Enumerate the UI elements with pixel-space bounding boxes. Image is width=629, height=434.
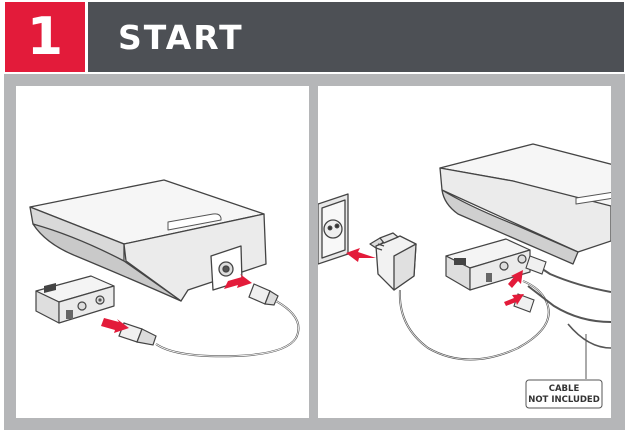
page-title: START	[118, 17, 244, 57]
red-arrow-into-adapter	[101, 318, 129, 333]
left-illustration-panel	[16, 86, 309, 418]
power-connection-illustration: CABLE NOT INCLUDED	[318, 143, 611, 409]
right-illustration-panel: CABLE NOT INCLUDED	[318, 86, 611, 418]
cable-label-box	[525, 379, 603, 409]
red-arrow-into-adapter-top	[508, 270, 523, 288]
antenna-cable-line	[155, 300, 300, 358]
antenna-plug-illustration	[248, 283, 279, 306]
step-number-badge: 1	[5, 2, 85, 72]
cable-label-line1: CABLE	[549, 384, 580, 394]
cable-label-line2: NOT INCLUDED	[528, 395, 600, 405]
header: 1 START	[0, 0, 629, 74]
red-arrow-into-socket	[346, 248, 376, 262]
filter-adapter-illustration	[445, 238, 531, 291]
wall-socket-illustration	[318, 193, 349, 265]
antenna-cable-line-inner	[155, 300, 299, 357]
antenna-cable-extra	[567, 323, 611, 349]
power-cable-line	[398, 280, 550, 361]
red-arrow-into-box	[224, 274, 252, 289]
filter-adapter-illustration	[35, 275, 115, 324]
title-bar: START	[88, 2, 624, 72]
antenna-cable-to-box	[529, 260, 611, 293]
set-top-box-illustration	[439, 143, 611, 265]
red-arrow-into-adapter-bottom	[504, 294, 524, 306]
antenna-cable-from-wall	[527, 285, 611, 323]
set-top-box-illustration	[29, 179, 267, 302]
power-adapter-illustration	[369, 232, 417, 291]
step-number: 1	[26, 7, 64, 67]
adapter-plug-illustration	[118, 322, 157, 346]
power-cable-line-inner	[399, 280, 550, 360]
box-antenna-illustration	[29, 179, 300, 358]
